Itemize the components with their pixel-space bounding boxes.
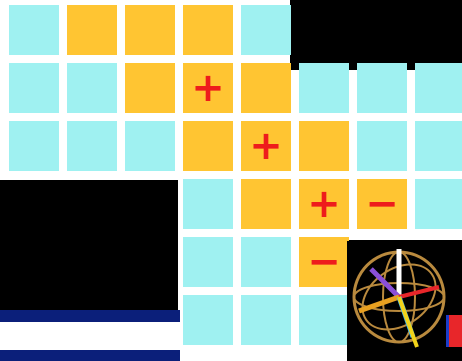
tile-1-6[interactable] xyxy=(357,63,407,113)
plus-sign: + xyxy=(307,184,341,224)
tile-3-3[interactable] xyxy=(183,179,233,229)
plus-sign: + xyxy=(191,68,225,108)
tile-2-3[interactable] xyxy=(183,121,233,171)
tile-0-1[interactable] xyxy=(67,5,117,55)
status-bar xyxy=(0,322,180,350)
tile-5-5[interactable] xyxy=(299,295,349,345)
tile-2-5[interactable] xyxy=(299,121,349,171)
tile-1-4[interactable] xyxy=(241,63,291,113)
tile-2-7[interactable] xyxy=(415,121,462,171)
corner-tab[interactable] xyxy=(446,315,462,347)
tile-5-3[interactable] xyxy=(183,295,233,345)
tile-4-5[interactable]: − xyxy=(299,237,349,287)
minus-sign: − xyxy=(307,242,341,282)
tile-1-5[interactable] xyxy=(299,63,349,113)
gyroscope-icon[interactable] xyxy=(347,241,452,361)
tile-5-4[interactable] xyxy=(241,295,291,345)
tile-0-4[interactable] xyxy=(241,5,291,55)
status-bar-top xyxy=(0,310,180,322)
tile-1-1[interactable] xyxy=(67,63,117,113)
tile-3-6[interactable]: − xyxy=(357,179,407,229)
status-bar-bottom xyxy=(0,350,180,361)
tile-1-3[interactable]: + xyxy=(183,63,233,113)
tile-2-6[interactable] xyxy=(357,121,407,171)
tile-1-7[interactable] xyxy=(415,63,462,113)
tile-3-4[interactable] xyxy=(241,179,291,229)
plus-sign: + xyxy=(249,126,283,166)
tile-0-2[interactable] xyxy=(125,5,175,55)
tile-4-3[interactable] xyxy=(183,237,233,287)
tile-4-4[interactable] xyxy=(241,237,291,287)
tile-3-7[interactable] xyxy=(415,179,462,229)
tile-2-0[interactable] xyxy=(9,121,59,171)
minus-sign: − xyxy=(365,184,399,224)
tile-2-4[interactable]: + xyxy=(241,121,291,171)
tile-0-3[interactable] xyxy=(183,5,233,55)
tile-2-2[interactable] xyxy=(125,121,175,171)
tile-1-0[interactable] xyxy=(9,63,59,113)
tile-2-1[interactable] xyxy=(67,121,117,171)
tile-0-0[interactable] xyxy=(9,5,59,55)
tile-1-2[interactable] xyxy=(125,63,175,113)
tile-3-5[interactable]: + xyxy=(299,179,349,229)
